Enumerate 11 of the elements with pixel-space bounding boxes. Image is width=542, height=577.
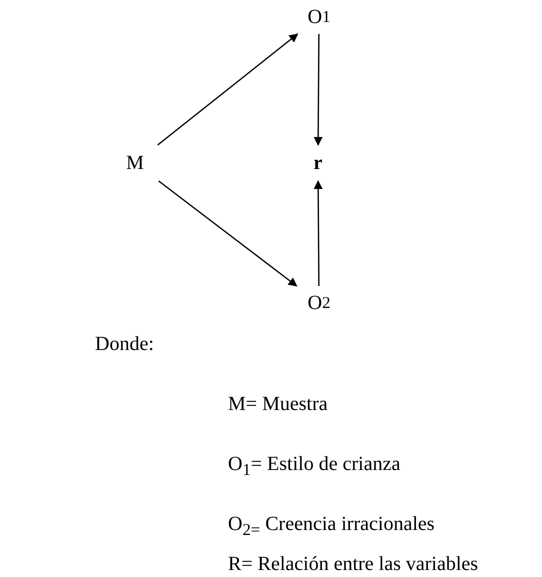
legend-text: O$_{1}$= Estilo de crianza (228, 453, 400, 480)
arrow (314, 180, 323, 286)
node-label: r (298, 145, 338, 181)
arrow (314, 34, 323, 146)
arrow (157, 33, 298, 146)
heading-text: Donde: (95, 333, 154, 356)
node-label: M (110, 145, 160, 181)
legend-text: M= Muestra (228, 393, 328, 416)
legend-text: O$_{2=}$ Creencia irracionales (228, 513, 435, 540)
legend-text: R= Relación entre las variables (228, 553, 478, 576)
arrow (158, 180, 298, 287)
